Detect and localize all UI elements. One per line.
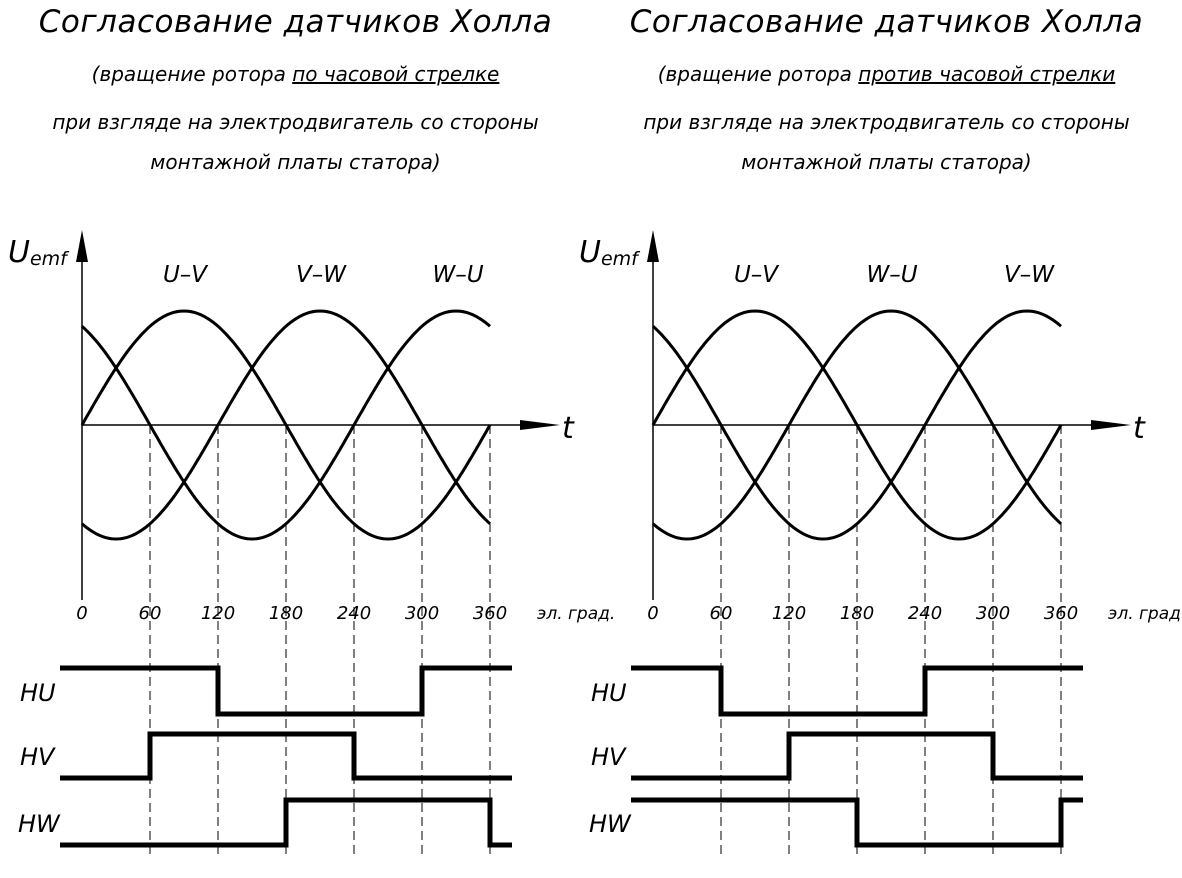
- sensor-label-hv: HV: [20, 743, 56, 771]
- hall-waveform-hu: [60, 665, 512, 717]
- hall-waveform-hw: [60, 797, 512, 848]
- sensor-label-hv: HV: [591, 743, 627, 771]
- sensor-label-hu: HU: [20, 679, 56, 707]
- sensor-label-hw: HW: [589, 810, 632, 838]
- panel-subtitle-line3: монтажной платы статора): [741, 150, 1032, 174]
- sensor-labels: HU HV HW: [18, 679, 61, 838]
- hall-waveform-hw: [631, 797, 1083, 848]
- panel-subtitle-line2: при взгляде на электродвигатель со сторо…: [52, 110, 539, 134]
- curve-label: W–U: [432, 262, 483, 288]
- hall-waveform-hv: [631, 731, 1083, 781]
- curve-label: V–W: [1004, 262, 1055, 288]
- y-axis-arrow-icon: [76, 230, 88, 262]
- y-axis-arrow-icon: [647, 230, 659, 262]
- x-tick-label: 0: [647, 603, 658, 624]
- x-unit-label: эл. град.: [1108, 604, 1182, 624]
- curve-label: U–V: [734, 262, 780, 288]
- panel-title: Согласование датчиков Холла: [38, 4, 553, 40]
- curve-label: V–W: [296, 262, 347, 288]
- curve-label: W–U: [866, 262, 917, 288]
- subtitle-underlined: против часовой стрелки: [858, 62, 1116, 86]
- emf-curve: [81, 309, 491, 541]
- panel-clockwise: Согласование датчиков Холла (вращение ро…: [0, 4, 615, 855]
- x-axis-label: t: [1133, 411, 1146, 446]
- emf-curve: [81, 309, 491, 541]
- panel-subtitle-line1: (вращение ротора против часовой стрелки: [591, 62, 1182, 86]
- x-tick-labels: 0 60 120 180 240 300 360: [76, 603, 507, 624]
- subtitle-prefix: (вращение ротора: [91, 62, 293, 86]
- sensor-labels: HU HV HW: [589, 679, 632, 838]
- plot-drawing: [631, 230, 1131, 855]
- x-axis-arrow-icon: [520, 420, 560, 430]
- emf-and-hall-diagram: Uemf t эл. град. U–V V–W W–U 0 60 120 18…: [8, 230, 615, 855]
- emf-curve: [80, 309, 492, 541]
- sensor-label-hw: HW: [18, 810, 61, 838]
- emf-and-hall-diagram: Uemf t эл. град. U–V W–U V–W 0 60 120 18…: [579, 230, 1182, 855]
- emf-curve: [652, 309, 1062, 541]
- subtitle-prefix: (вращение ротора: [657, 62, 859, 86]
- panel-subtitle-line3: монтажной платы статора): [150, 150, 441, 174]
- x-unit-label: эл. град.: [537, 604, 615, 624]
- panel-title: Согласование датчиков Холла: [629, 4, 1144, 40]
- x-tick-labels: 0 60 120 180 240 300 360: [647, 603, 1078, 624]
- y-axis-label: Uemf: [579, 235, 641, 270]
- panel-subtitle-line1: (вращение ротора по часовой стрелке: [0, 62, 591, 86]
- panel-counterclockwise: Согласование датчиков Холла (вращение ро…: [579, 0, 1182, 878]
- hall-waveform-hu: [631, 665, 1083, 717]
- curve-labels: U–V V–W W–U: [163, 262, 484, 288]
- x-tick-label: 0: [76, 603, 87, 624]
- curve-label: U–V: [163, 262, 209, 288]
- emf-curve: [652, 309, 1062, 541]
- sensor-label-hu: HU: [591, 679, 627, 707]
- subtitle-underlined: по часовой стрелке: [292, 62, 500, 86]
- x-axis-arrow-icon: [1091, 420, 1131, 430]
- x-axis-label: t: [562, 411, 575, 446]
- panel-subtitle-line2: при взгляде на электродвигатель со сторо…: [643, 110, 1130, 134]
- curve-labels: U–V W–U V–W: [734, 262, 1055, 288]
- emf-curve: [651, 309, 1063, 541]
- y-axis-label: Uemf: [8, 235, 70, 270]
- hall-waveform-hv: [60, 731, 512, 781]
- plot-drawing: [60, 230, 560, 855]
